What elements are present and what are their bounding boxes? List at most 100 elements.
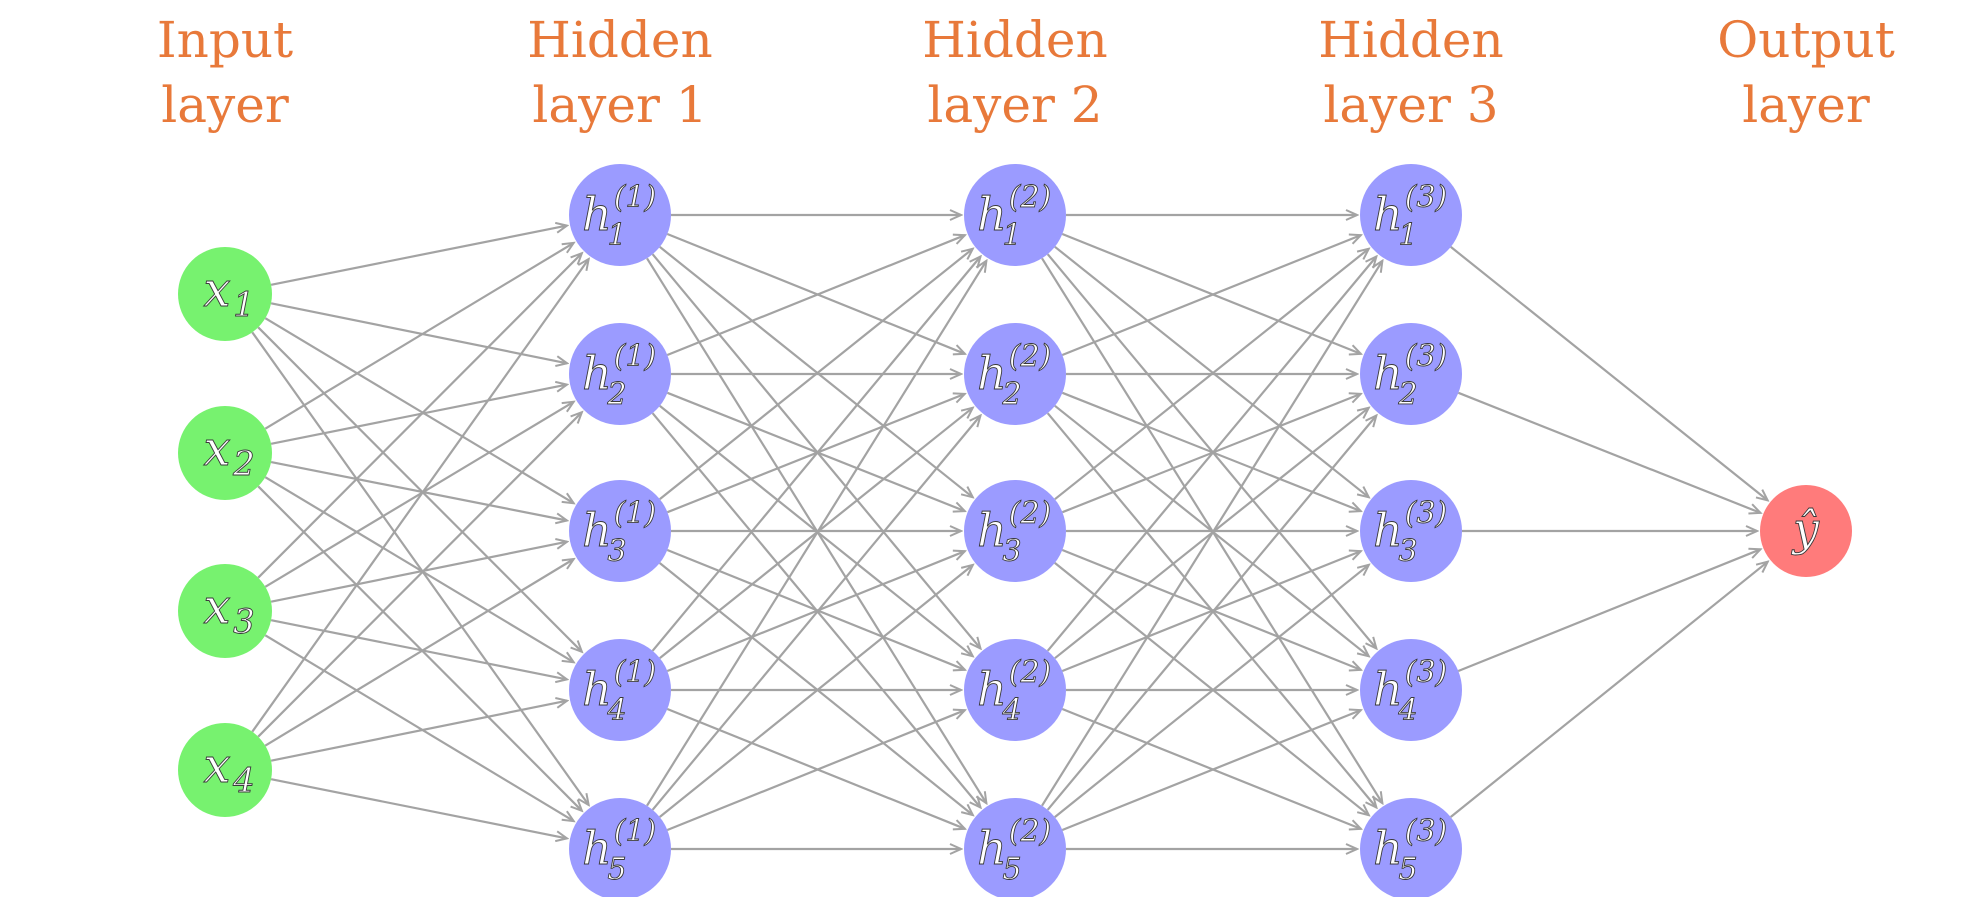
edge-input-3-to-hidden-1-4 <box>270 619 567 679</box>
neuron-circle <box>964 323 1066 425</box>
edge-hidden-1-4-to-hidden-2-1 <box>651 257 981 652</box>
edge-input-4-to-hidden-1-1 <box>251 259 588 733</box>
edge-input-2-to-hidden-1-2 <box>270 385 567 445</box>
edge-hidden-2-1-to-hidden-3-3 <box>1054 245 1369 497</box>
node-label-superscript: (3) <box>1405 496 1448 531</box>
node-label-superscript: (1) <box>614 496 657 531</box>
edge-hidden-3-2-to-output-1 <box>1457 391 1760 513</box>
edge-hidden-2-4-to-hidden-3-1 <box>1046 257 1377 652</box>
edge-hidden-2-5-to-hidden-3-1 <box>1041 261 1382 807</box>
edge-hidden-2-2-to-hidden-3-1 <box>1061 235 1361 357</box>
edge-hidden-1-5-to-hidden-2-2 <box>651 416 981 811</box>
layer-subtitle-hidden-2: layer 2 <box>927 76 1102 134</box>
edge-input-3-to-hidden-1-5 <box>264 634 573 821</box>
node-label-base: h <box>977 187 1007 241</box>
layer-title-hidden-1: Hidden <box>527 11 712 69</box>
edge-hidden-1-4-to-hidden-2-3 <box>666 551 965 673</box>
node-label-superscript: (3) <box>1405 339 1448 374</box>
node-label-superscript: (3) <box>1405 655 1448 690</box>
node-hidden-1-3: h(1)3 <box>569 480 671 582</box>
node-label-subscript: 4 <box>1001 693 1021 728</box>
node-hidden-3-4: h(3)4 <box>1360 639 1462 741</box>
neuron-circle <box>569 164 671 266</box>
node-hidden-1-2: h(1)2 <box>569 323 671 425</box>
layer-subtitle-hidden-3: layer 3 <box>1323 76 1498 134</box>
edge-hidden-3-5-to-output-1 <box>1450 562 1768 818</box>
node-label-base: h <box>1373 662 1403 716</box>
node-label-base: h <box>1373 503 1403 557</box>
node-label-superscript: (1) <box>614 180 657 215</box>
neuron-circle <box>178 564 272 658</box>
node-label-subscript: 2 <box>1397 377 1417 412</box>
edge-input-1-to-hidden-1-1 <box>270 226 567 286</box>
edge-hidden-1-2-to-hidden-2-1 <box>666 235 965 357</box>
edge-input-1-to-hidden-1-5 <box>251 331 588 805</box>
edge-input-2-to-hidden-1-3 <box>270 461 567 520</box>
edge-hidden-1-1-to-hidden-2-3 <box>659 246 973 497</box>
node-label-subscript: 1 <box>1398 218 1417 253</box>
node-hidden-2-5: h(2)5 <box>964 798 1066 897</box>
node-hidden-2-1: h(2)1 <box>964 164 1066 266</box>
node-label-base: h <box>977 821 1007 875</box>
node-label-subscript: 4 <box>232 761 255 801</box>
node-label-subscript: 5 <box>1398 852 1417 887</box>
node-label-subscript: 4 <box>606 693 626 728</box>
node-label-base: h <box>1373 187 1403 241</box>
node-label-superscript: (2) <box>1009 814 1052 849</box>
edge-input-3-to-hidden-1-1 <box>257 253 582 579</box>
layer-subtitle-output: layer <box>1742 76 1870 134</box>
neuron-circle <box>569 323 671 425</box>
edge-input-1-to-hidden-1-2 <box>270 302 567 363</box>
edge-input-4-to-hidden-1-5 <box>270 778 567 838</box>
node-label-superscript: (3) <box>1405 814 1448 849</box>
edge-hidden-1-3-to-hidden-2-4 <box>666 548 965 670</box>
edge-hidden-1-5-to-hidden-2-4 <box>666 710 965 832</box>
edge-hidden-2-4-to-hidden-3-3 <box>1061 551 1361 673</box>
node-label-base: h <box>582 346 612 400</box>
layer-title-hidden-3: Hidden <box>1318 11 1503 69</box>
edge-input-2-to-hidden-1-1 <box>264 243 573 430</box>
node-label-base: ŷ <box>1791 502 1820 556</box>
neuron-circle <box>1760 485 1852 577</box>
node-label-subscript: 1 <box>1002 218 1021 253</box>
edge-hidden-2-5-to-hidden-3-2 <box>1046 416 1377 811</box>
neuron-circle <box>1360 639 1462 741</box>
node-hidden-2-4: h(2)4 <box>964 639 1066 741</box>
node-label-base: h <box>1373 346 1403 400</box>
node-label-subscript: 2 <box>232 444 255 484</box>
edge-input-4-to-hidden-1-3 <box>264 559 574 747</box>
edge-hidden-2-3-to-hidden-3-1 <box>1054 249 1369 501</box>
edge-hidden-1-4-to-hidden-2-5 <box>666 707 965 829</box>
node-label-base: h <box>1373 821 1403 875</box>
node-label-base: h <box>582 187 612 241</box>
edge-hidden-1-5-to-hidden-2-1 <box>646 261 986 807</box>
layer-subtitle-hidden-1: layer 1 <box>532 76 707 134</box>
neuron-circle <box>569 639 671 741</box>
node-label-superscript: (3) <box>1405 180 1448 215</box>
edge-hidden-3-1-to-output-1 <box>1450 246 1768 501</box>
layer-title-input: Input <box>157 11 293 69</box>
node-label-subscript: 2 <box>606 377 626 412</box>
node-label-base: x <box>203 421 230 477</box>
node-label-base: h <box>977 662 1007 716</box>
node-label-subscript: 3 <box>607 534 626 569</box>
edge-hidden-1-3-to-hidden-2-1 <box>659 249 973 500</box>
edge-input-4-to-hidden-1-2 <box>257 412 582 738</box>
node-label-base: h <box>582 662 612 716</box>
node-label-subscript: 5 <box>1002 852 1021 887</box>
node-label-base: x <box>203 262 230 318</box>
neuron-circle <box>964 798 1066 897</box>
edge-hidden-2-5-to-hidden-3-3 <box>1054 565 1369 818</box>
neuron-circle <box>964 639 1066 741</box>
neuron-circle <box>1360 480 1462 582</box>
node-label-base: h <box>582 503 612 557</box>
node-label-base: x <box>203 579 230 635</box>
node-label-subscript: 1 <box>607 218 626 253</box>
edge-input-2-to-hidden-1-4 <box>264 476 573 662</box>
node-label-superscript: (2) <box>1009 496 1052 531</box>
layer-title-output: Output <box>1717 11 1895 69</box>
